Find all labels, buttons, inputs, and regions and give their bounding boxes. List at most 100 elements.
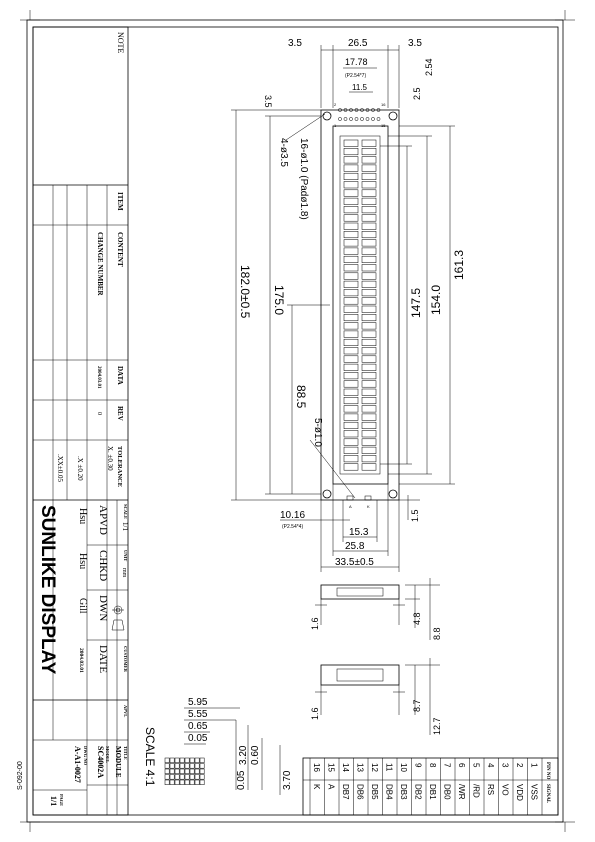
rev-value: 0 [96,412,102,415]
svg-text:K: K [367,504,370,509]
chkd-label: CHKD [97,550,109,581]
dim-dot-w2: 5.55 [188,709,208,720]
title-block: NOTE ITEM CONTENT CHANGE NUMBER DATA 200… [32,26,129,816]
company-name: SUNLIKE DISPLAY [37,505,58,675]
note-label: NOTE [116,32,125,53]
scale-value: 1/1 [121,522,129,531]
unit-label: UNIT [123,550,128,561]
content-label: CONTENT [116,232,124,267]
pin-number: 15 [327,763,336,772]
pin-signal: VDD [515,784,524,801]
title-label: TITLE [123,746,128,760]
data-value: 2004.03.01 [96,366,101,389]
pin-number: 11 [385,763,394,772]
svg-text:16: 16 [381,102,386,107]
pin-signal: /WR [457,784,466,800]
tol-xx: .X ±0.20 [76,456,84,481]
dim-mount-holes: 4-ø3.5 [278,138,289,167]
tol-xxx: .XX±0.05 [56,454,64,482]
pin-table: 1VSS2VDD3VO4RS5/RD6/WR7DB08DB19DB210DB31… [302,757,559,816]
dim-dot-w4: 0.05 [188,733,208,744]
pin-signal: RS [486,784,495,795]
pin-signal: DB5 [370,784,379,800]
tol-x: X. ±0.30 [106,446,114,471]
pin-signal: K [312,784,321,790]
pin-number: 6 [457,763,466,768]
dim-pads: 16-ø1.0 (Padø1.8) [298,138,309,220]
dwn-label: DWN [97,595,109,621]
date-label: DATE [97,645,109,673]
inner-frame [32,26,559,816]
side-view-2 [315,658,440,735]
pin-number: 2 [515,763,524,768]
svg-text:15: 15 [381,123,386,128]
pin-signal: A [327,784,336,790]
pin-number: 8 [428,763,437,768]
dim-pad-side2: 2.5 [412,87,422,100]
dim-bot-pitch-note: (P2.54*4) [282,524,303,530]
dim-side2-b: 8.7 [412,699,422,712]
dim-side2-c: 12.7 [432,717,442,735]
dim-dot-w1: 5.95 [188,697,208,708]
dim-w-right: 3.5 [408,38,422,49]
dim-dot-w3: 0.65 [188,721,208,732]
dwn-name: Gill [77,598,88,614]
dimension-text: 3.5 26.5 3.5 17.78 (P2.54*7) 11.5 2.54 2… [143,38,466,790]
pin-signal: VSS [530,784,539,800]
pin-number: 10 [399,763,408,772]
data-label: DATA [116,366,124,385]
dim-h-char: 147.5 [409,288,423,318]
pin-number: 14 [341,763,350,772]
pin-signal: DB2 [414,784,423,800]
dim-bot-pitch: 10.16 [280,510,305,521]
dim-top-margin: 3.5 [263,95,273,108]
signal-header: SIGNAL [545,784,550,804]
pin-number: 7 [443,763,452,768]
dim-h-mid: 88.5 [294,385,308,409]
drawing-id: S-092-00 [17,761,24,790]
dim-pad-side1: 2.54 [424,58,434,76]
dim-w-153: 15.3 [349,527,369,538]
dim-side2-a: 1.6 [310,707,320,720]
projection-symbol-icon [111,605,125,631]
dim-led-holes: 5-ø1.0 [312,418,323,447]
dim-h-area: 154.0 [429,285,443,315]
pin-number: 12 [370,763,379,772]
title-value: MODULE [114,746,122,778]
dim-side1-b: 4.8 [412,612,422,625]
pin-signal: VO [501,784,510,796]
pin-no-header: PIN NO [545,762,550,779]
pin-signal: DB6 [356,784,365,800]
tolerance-label: TOLERANCE [116,446,123,487]
dim-bot-right: 1.5 [410,509,420,522]
unit-value: mm [121,568,127,578]
dim-w-335: 33.5±0.5 [335,557,374,568]
model-value: SC4002A [96,746,105,778]
dim-w-258: 25.8 [345,541,365,552]
pin-number: 5 [472,763,481,768]
pin-number: 1 [530,763,539,768]
pin-number: 9 [414,763,423,768]
outer-frame [26,19,564,823]
dim-pitch-top: 17.78 [345,57,368,67]
pin-number: 3 [501,763,510,768]
dwg-no-value: A-A1-0027 [73,746,82,783]
rev-label: REV [116,406,124,421]
apvd-name: Hsu [77,508,88,524]
dim-h-hole: 175.0 [272,285,286,315]
pin-signal: /RD [472,784,481,798]
dwg-no-label: DWG NO [83,746,88,766]
chkd-name: Hsu [77,553,88,569]
customer-label: CUSTOMER [123,646,128,673]
dim-dot-h1: 3.20 [238,745,249,765]
dim-side1-a: 1.6 [310,617,320,630]
dim-dot-h4: 3.70 [282,770,293,790]
change-number-label: CHANGE NUMBER [96,232,104,297]
scale-note: SCALE 4:1 [143,727,157,787]
pin-number: 16 [312,763,321,772]
corner-marks [20,10,575,832]
model-label: MODEL [105,746,110,763]
dim-side1-c: 8.8 [432,627,442,640]
svg-text:2: 2 [334,102,337,107]
